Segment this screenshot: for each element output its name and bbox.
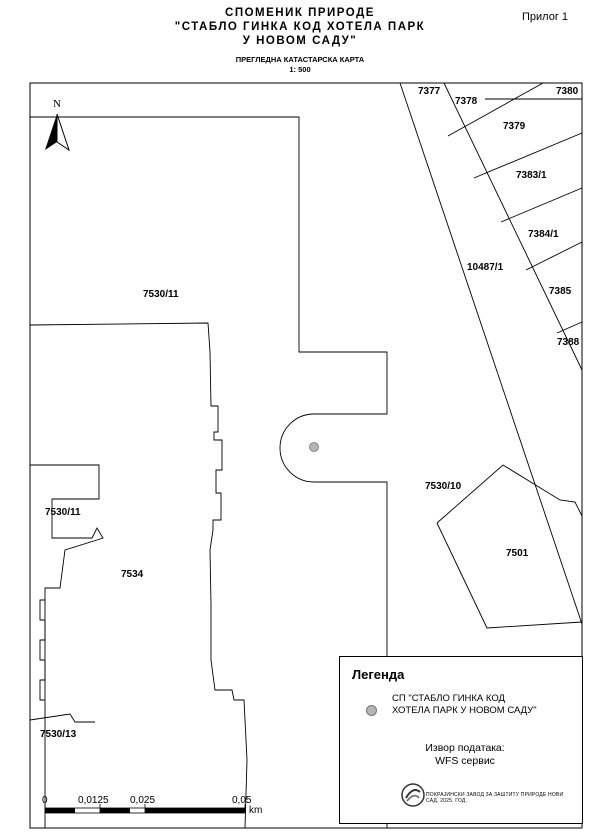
data-source-value: WFS сервис xyxy=(435,755,495,767)
parcel-label-7534: 7534 xyxy=(121,569,144,580)
scale-tick-0: 0 xyxy=(42,795,48,806)
scale-tick-1: 0,0125 xyxy=(78,795,109,806)
parcel-label-7530-13: 7530/13 xyxy=(40,729,77,740)
legend-panel: Легенда СП "СТАБЛО ГИНКА КОД ХОТЕЛА ПАРК… xyxy=(339,656,583,824)
boundary-10487-1-east xyxy=(443,82,583,371)
map-title-line1: СПОМЕНИК ПРИРОДЕ xyxy=(225,7,375,19)
north-label: N xyxy=(53,98,61,110)
boundary-7530-11-east xyxy=(30,116,388,415)
parcel-label-7379: 7379 xyxy=(503,121,526,132)
boundary-7385-7388 xyxy=(556,321,583,334)
parcel-label-7377: 7377 xyxy=(418,86,441,97)
legend-item-label: СП "СТАБЛО ГИНКА КОД ХОТЕЛА ПАРК У НОВОМ… xyxy=(392,693,537,716)
parcel-label-7530-11-b: 7530/11 xyxy=(45,507,81,518)
parcel-label-7530-10: 7530/10 xyxy=(425,481,462,492)
parcel-label-7385: 7385 xyxy=(549,286,572,297)
institute-name: ПОКРАЈИНСКИ ЗАВОД ЗА ЗАШТИТУ ПРИРОДЕ НОВ… xyxy=(426,792,564,804)
parcel-label-7501: 7501 xyxy=(506,548,529,559)
north-arrow-icon xyxy=(45,113,70,152)
boundary-7379-7383 xyxy=(473,132,583,179)
boundary-7530-11-notch xyxy=(30,464,104,828)
scale-bar xyxy=(44,804,246,814)
parcel-boundaries xyxy=(29,82,583,829)
boundary-7383-7384 xyxy=(500,187,583,223)
parcel-label-7384-1: 7384/1 xyxy=(528,229,559,240)
boundary-7384-7385 xyxy=(525,241,583,271)
data-source-label: Извор податакa: xyxy=(425,742,505,754)
scale-unit: km xyxy=(249,805,263,816)
boundary-7530-13 xyxy=(29,713,95,723)
boundary-cul-de-sac xyxy=(279,413,315,483)
parcel-label-10487-1: 10487/1 xyxy=(467,262,504,273)
parcel-label-7388: 7388 xyxy=(557,337,580,348)
map-scale-text: 1: 500 xyxy=(289,65,311,74)
boundary-7534-east xyxy=(29,322,248,829)
parcel-label-7380: 7380 xyxy=(556,86,579,97)
boundary-10487-1-west xyxy=(399,82,583,625)
annex-label: Прилог 1 xyxy=(522,11,569,23)
institute-logo-icon xyxy=(401,783,425,807)
boundary-7501-south xyxy=(436,522,583,629)
parcel-label-7383-1: 7383/1 xyxy=(516,170,547,181)
map-frame xyxy=(29,82,583,829)
map-subtitle: ПРЕГЛЕДНА КАТАСТАРСКА КАРТА xyxy=(235,55,365,64)
boundary-7534-west-steps xyxy=(39,599,46,701)
ginkgo-tree-point xyxy=(309,442,319,452)
scale-tick-2: 0,025 xyxy=(130,795,156,806)
legend-tree-symbol-icon xyxy=(366,705,377,716)
parcel-label-7378: 7378 xyxy=(455,96,478,107)
map-title-line2: "СТАБЛО ГИНКА КОД ХОТЕЛА ПАРК xyxy=(174,21,426,33)
boundary-7501-north xyxy=(436,464,583,524)
scale-tick-3: 0,05 xyxy=(232,795,252,806)
map-title-line3: У НОВОМ САДУ" xyxy=(242,35,358,47)
boundary-7378-7379 xyxy=(447,82,544,137)
parcel-label-7530-11: 7530/11 xyxy=(143,289,179,300)
legend-title: Легенда xyxy=(352,667,405,682)
